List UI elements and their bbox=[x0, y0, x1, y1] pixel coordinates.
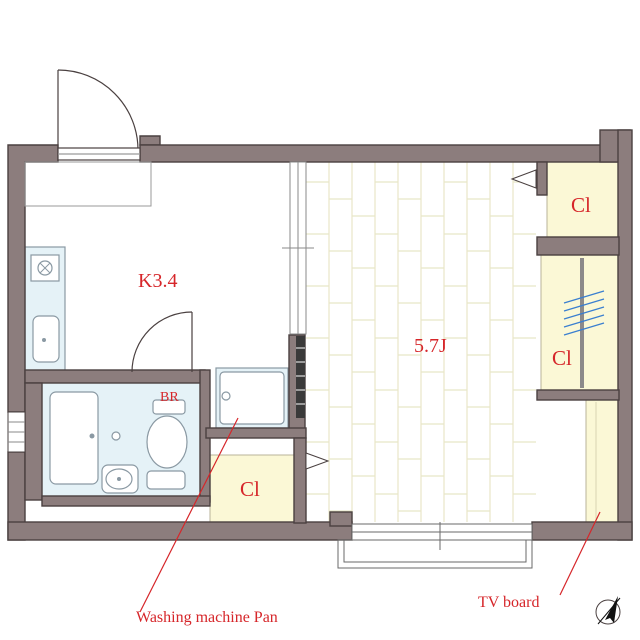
balcony-window bbox=[337, 522, 533, 569]
tv-board-leader bbox=[559, 511, 601, 596]
living-room-floor bbox=[306, 162, 536, 522]
bath-faucet-icon bbox=[111, 431, 121, 441]
closet-door-indicator-top bbox=[510, 169, 537, 189]
bath-label: BR bbox=[160, 390, 179, 405]
closets bbox=[209, 161, 620, 524]
kitchen-counter bbox=[24, 246, 66, 372]
living-room-label: 5.7J bbox=[414, 335, 447, 357]
washing-pan-leader bbox=[139, 417, 239, 613]
closet-top-right-label: Cl bbox=[571, 193, 591, 217]
kitchen-sink bbox=[32, 315, 60, 363]
walls bbox=[7, 129, 633, 541]
tv-board-annotation: TV board bbox=[478, 594, 539, 611]
hanger-icon bbox=[563, 290, 605, 336]
tv-board bbox=[585, 399, 620, 523]
north-arrow-icon bbox=[595, 596, 621, 625]
washing-pan-annotation: Washing machine Pan bbox=[136, 609, 278, 626]
entrance-door bbox=[24, 69, 152, 207]
bathroom bbox=[42, 383, 200, 496]
washing-machine-pan bbox=[215, 367, 289, 429]
closet-door-indicator-bottom bbox=[305, 452, 330, 470]
kitchen-label: K3.4 bbox=[138, 270, 177, 292]
closet-bottom bbox=[209, 454, 295, 524]
bathroom-door bbox=[131, 311, 193, 373]
sliding-door bbox=[282, 161, 314, 418]
bathtub bbox=[49, 391, 99, 485]
closet-mid-right-label: Cl bbox=[552, 346, 572, 370]
closet-bottom-label: Cl bbox=[240, 477, 260, 501]
toilet bbox=[146, 415, 188, 469]
